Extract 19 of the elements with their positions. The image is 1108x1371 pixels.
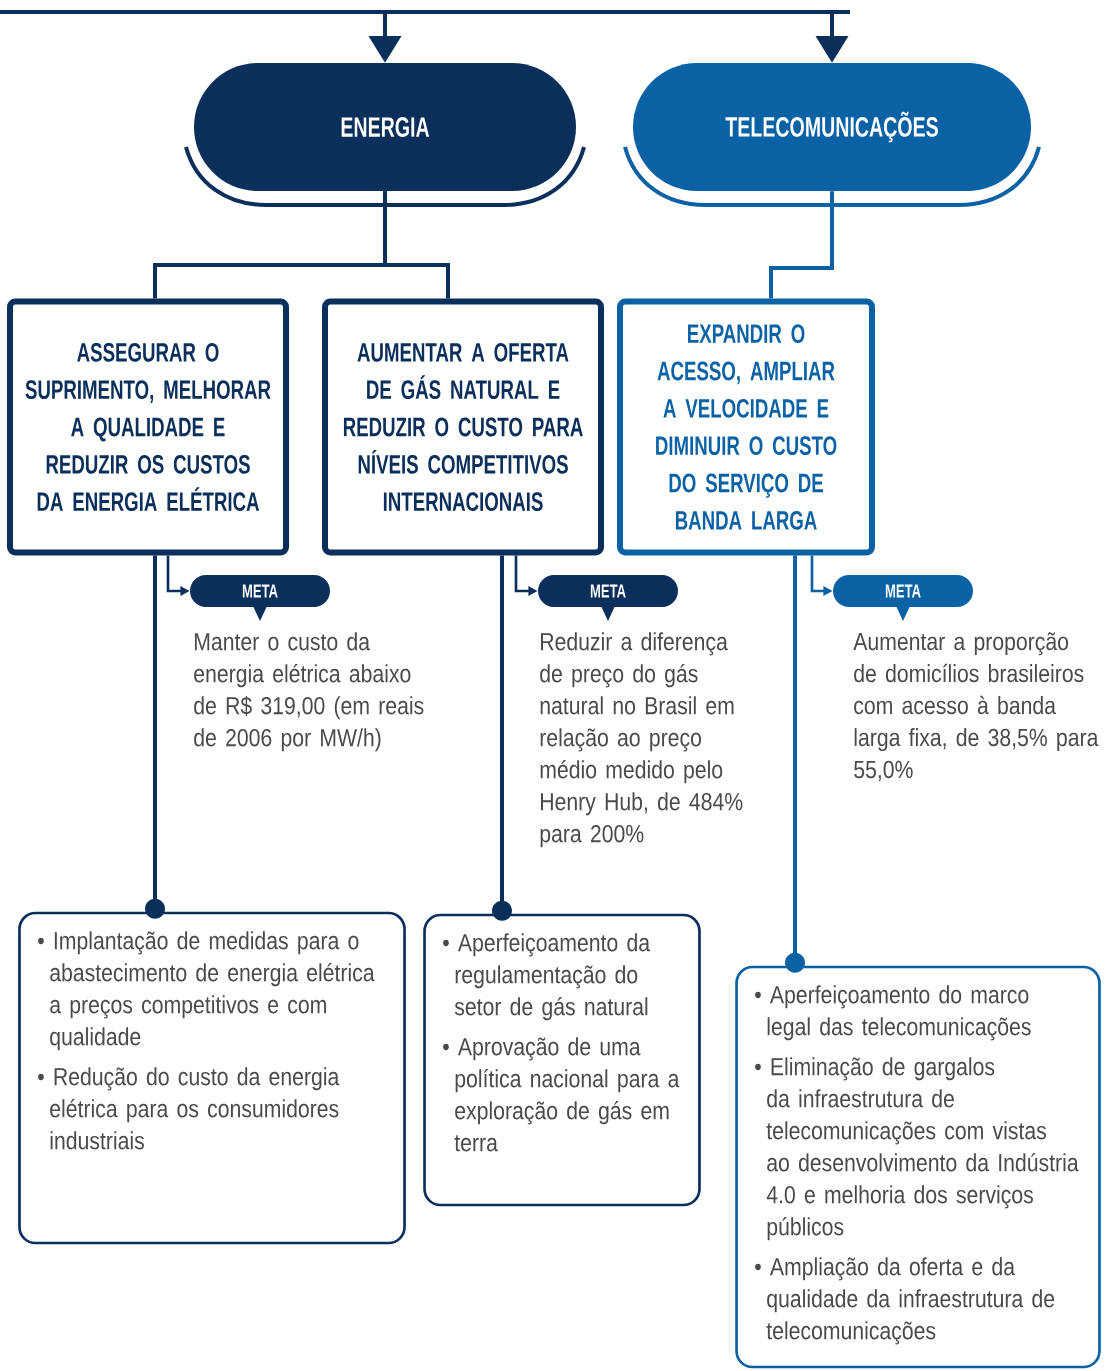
goal-text: Aumentar a proporção de domicílios brasileiros com acesso à banda larga fixa, de 38,5% para 55,0% [853,632,1099,782]
action-list-box: • Aperfeiçoamento da regulamentação do setor de gás natural • Aprovação de uma política nacional para a exploração de gás em terra [423,913,701,1207]
goal-box: ASSEGURAR O SUPRIMENTO, MELHORAR A QUALIDADE E REDUZIR OS CUSTOS DA ENERGIA ELÉTRICA [7,298,289,556]
pill-box: ENERGIA [184,63,586,207]
goal-box: EXPANDIR O ACESSO, AMPLIAR A VELOCIDADE E DIMINUIR O CUSTO DO SERVIÇO DE BANDA LARGA [617,298,875,556]
connector-line [383,191,450,299]
pill-box: TELECOMUNICAÇÕES [623,63,1041,207]
connector-line [785,555,805,973]
connector-line [145,555,165,919]
meta-badge: META [190,575,330,621]
goal-box: AUMENTAR A OFERTA DE GÁS NATURAL E REDUZIR O CUSTO PARA NÍVEIS COMPETITIVOS INTERNACIONAIS [322,298,604,556]
meta-badge: META [833,575,973,621]
goal-text: Reduzir a diferença de preço do gás natural no Brasil em relação ao preço médio medido pelo Henry Hub, de 484% para 200% [540,632,743,848]
goal-text: Manter o custo da energia elétrica abaixo de R$ 319,00 (em reais de 2006 por MW/h) [194,632,424,752]
connector-line [769,191,834,299]
connector-line [492,555,512,921]
action-list-box: • Implantação de medidas para o abastecimento de energia elétrica a preços competitivos e com qualidade • Redução do custo da energia elétrica para os consumidores industriais [18,911,406,1245]
action-list-box: • Aperfeiçoamento do marco legal das telecomunicações • Eliminação de gargalos da infraestrutura de telecomunicações com vistas ao desenvolvimento da Indústria 4.0 e melhoria dos serviços públicos • Ampliação da oferta e da qualidade da infraestrutura de telecomunicações [735,965,1101,1369]
meta-badge: META [538,575,678,621]
